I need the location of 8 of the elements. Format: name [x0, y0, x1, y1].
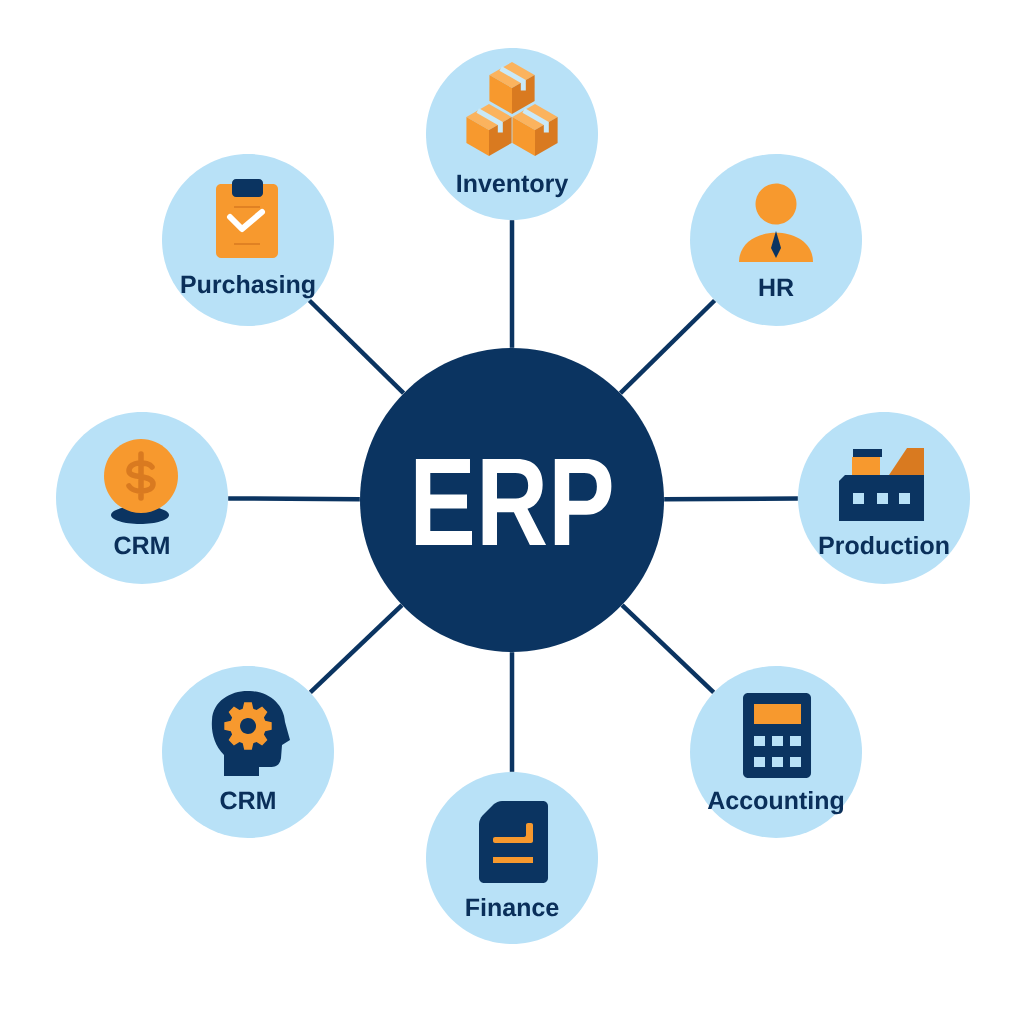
- connector-line: [509, 652, 515, 772]
- connector-line: [509, 220, 515, 348]
- connector-line: [307, 298, 406, 395]
- connector-line: [228, 496, 360, 502]
- connector-line: [620, 603, 716, 695]
- connector-line: [308, 603, 404, 695]
- connector-line: [618, 298, 717, 395]
- connector-line: [664, 496, 798, 502]
